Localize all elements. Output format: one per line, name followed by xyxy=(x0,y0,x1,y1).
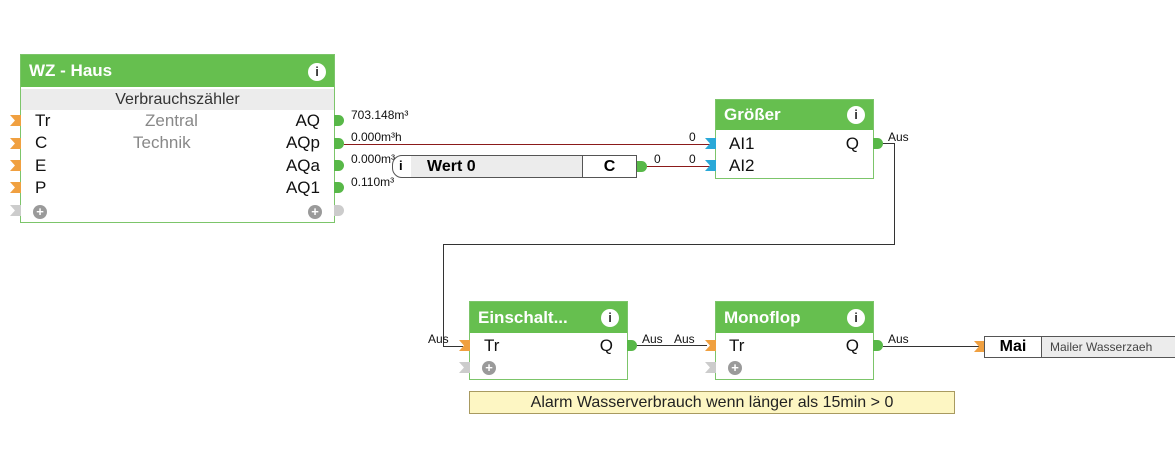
input-connector[interactable] xyxy=(705,362,716,373)
value-ai1: 0 xyxy=(689,130,696,144)
output-q: Q xyxy=(845,134,859,153)
block-title: Monoflop xyxy=(716,302,873,333)
monoflop-block[interactable]: Monoflop i Tr Q + xyxy=(715,301,874,380)
connection-wert-ai2[interactable] xyxy=(647,166,712,167)
input-connector[interactable] xyxy=(10,115,21,126)
output-aq: AQ xyxy=(295,111,320,130)
mailer-short: Mai xyxy=(985,337,1042,357)
input-connector[interactable] xyxy=(705,340,716,351)
input-connector[interactable] xyxy=(10,138,21,149)
groesser-block[interactable]: Größer i AI1 AI2 Q xyxy=(715,99,874,179)
value-q: Aus xyxy=(888,332,909,346)
value-tr: Aus xyxy=(674,332,695,346)
block-title: WZ - Haus xyxy=(21,55,334,87)
connection-q-segment[interactable] xyxy=(883,143,895,144)
mailer-block[interactable]: Mai Mailer Wasserzaeh xyxy=(984,336,1175,358)
connection-monoflop-mailer[interactable] xyxy=(883,346,979,347)
output-connector[interactable] xyxy=(334,205,344,216)
input-ai1: AI1 xyxy=(729,134,755,153)
info-icon[interactable]: i xyxy=(847,106,865,124)
block-title: Größer xyxy=(716,100,873,130)
connection-q-segment[interactable] xyxy=(443,244,895,245)
input-c: C xyxy=(35,133,48,152)
connection-aqp-ai1[interactable] xyxy=(344,144,712,145)
value-tr: Aus xyxy=(428,332,449,346)
output-connector[interactable] xyxy=(334,182,344,193)
block-room: Zentral xyxy=(145,111,198,130)
comment-note[interactable]: Alarm Wasserverbrauch wenn länger als 15… xyxy=(469,391,955,414)
output-q: Q xyxy=(599,336,613,355)
input-tr: Tr xyxy=(484,336,500,355)
output-connector[interactable] xyxy=(873,138,883,149)
input-connector[interactable] xyxy=(459,362,470,373)
output-connector[interactable] xyxy=(334,138,344,149)
output-connector[interactable] xyxy=(873,340,883,351)
input-tr: Tr xyxy=(35,111,51,130)
input-e: E xyxy=(35,156,47,175)
value-wert-out: 0 xyxy=(654,152,661,166)
info-icon[interactable]: i xyxy=(847,309,865,327)
block-type: Verbrauchszähler xyxy=(21,89,334,110)
value-aqa: 0.000m³ xyxy=(351,152,396,166)
input-connector[interactable] xyxy=(10,205,21,216)
input-tr: Tr xyxy=(729,336,745,355)
mailer-name: Mailer Wasserzaeh xyxy=(1042,337,1175,357)
value-aq: 703.148m³ xyxy=(351,108,409,122)
input-p: P xyxy=(35,178,47,197)
info-icon[interactable]: i xyxy=(308,63,326,81)
add-input-icon[interactable]: + xyxy=(33,205,47,219)
info-icon[interactable]: i xyxy=(399,158,403,173)
einschalt-block[interactable]: Einschalt... i Tr Q + xyxy=(469,301,628,380)
constant-block[interactable]: i Wert 0 C xyxy=(392,155,637,178)
output-aq1: AQ1 xyxy=(285,178,320,197)
wz-haus-block[interactable]: WZ - Haus i Verbrauchszähler Tr C E P Ze… xyxy=(20,54,335,223)
input-connector[interactable] xyxy=(10,182,21,193)
connection-einschalt-monoflop[interactable] xyxy=(637,345,707,346)
connection-q-segment[interactable] xyxy=(443,346,463,347)
constant-label: Wert 0 xyxy=(411,156,583,177)
output-connector[interactable] xyxy=(637,161,647,172)
info-icon[interactable]: i xyxy=(601,309,619,327)
output-connector[interactable] xyxy=(627,340,637,351)
input-connector[interactable] xyxy=(974,341,985,352)
value-q: Aus xyxy=(888,130,909,144)
output-q: Q xyxy=(845,336,859,355)
input-connector[interactable] xyxy=(705,138,716,149)
value-aq1: 0.110m³ xyxy=(351,175,395,189)
block-title: Einschalt... xyxy=(470,302,627,333)
output-connector[interactable] xyxy=(334,115,344,126)
add-input-icon[interactable]: + xyxy=(728,361,742,375)
constant-connector-label: C xyxy=(603,158,616,175)
add-output-icon[interactable]: + xyxy=(308,205,322,219)
block-category: Technik xyxy=(133,133,191,152)
value-ai2: 0 xyxy=(689,152,696,166)
input-connector[interactable] xyxy=(459,340,470,351)
connection-q-segment[interactable] xyxy=(894,143,895,245)
input-connector[interactable] xyxy=(10,160,21,171)
output-connector[interactable] xyxy=(334,160,344,171)
value-q: Aus xyxy=(642,332,663,346)
output-aqa: AQa xyxy=(285,156,320,175)
add-input-icon[interactable]: + xyxy=(482,361,496,375)
connection-q-segment[interactable] xyxy=(443,244,444,346)
output-aqp: AQp xyxy=(285,133,320,152)
value-aqp: 0.000m³h xyxy=(351,130,402,144)
input-ai2: AI2 xyxy=(729,156,755,175)
input-connector[interactable] xyxy=(705,160,716,171)
